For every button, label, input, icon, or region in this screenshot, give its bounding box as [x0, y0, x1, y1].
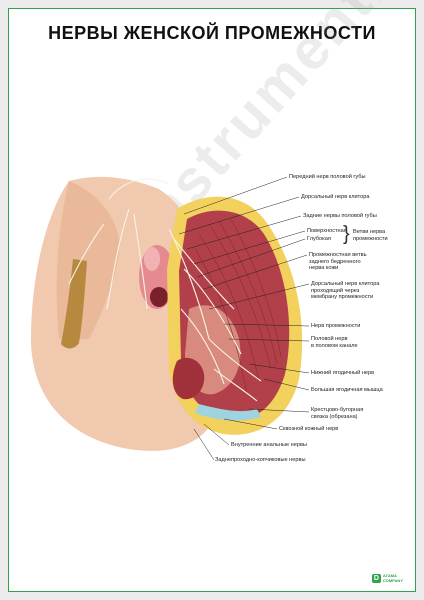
publisher-logo: D АГАМА COMPANY — [371, 573, 403, 583]
label-gluteus-maximus: Большая ягодичная мышца — [311, 387, 383, 393]
label-perineal-nerve: Нерв промежности — [311, 323, 361, 329]
label-anococcygeal-nerves: Заднепроходно-копчиковые нервы — [215, 457, 306, 463]
logo-icon: D — [371, 574, 381, 583]
logo-text: АГАМА COMPANY — [382, 573, 403, 583]
poster: НЕРВЫ ЖЕНСКОЙ ПРОМЕЖНОСТИ medinstrument.… — [8, 0, 424, 592]
brace-icon: } — [343, 223, 350, 245]
page-title: НЕРВЫ ЖЕНСКОЙ ПРОМЕЖНОСТИ — [48, 23, 376, 43]
label-pudendal-nerve: Половой нерв в половом канале — [311, 336, 358, 349]
label-deep: Глубокая — [307, 236, 331, 242]
sacrotuberous-ligament — [195, 404, 261, 421]
label-perineal-branch-femoral-cutaneous: Промежностная ветвь заднего бедренного н… — [309, 252, 367, 271]
vaginal-opening — [150, 287, 168, 307]
labium — [144, 247, 160, 271]
label-dorsal-clitoral-nerve: Дорсальный нерв клитора — [301, 194, 370, 200]
leader-lines — [178, 176, 310, 461]
label-inferior-gluteal-nerve: Нижний ягодичный нерв — [311, 370, 375, 376]
anal-region — [172, 357, 205, 400]
label-perineal-nerve-branches: Ветви нерва промежности — [353, 229, 388, 242]
thigh-muscle-strap — [61, 259, 87, 349]
label-dorsal-clitoral-through-membrane: Дорсальный нерв клитора проходящий через… — [311, 281, 380, 300]
label-inferior-anal-nerves: Внутренние анальные нервы — [231, 442, 307, 448]
label-posterior-labial-nerves: Задние нервы половой губы — [303, 213, 377, 219]
label-perforating-cutaneous-nerve: Сквозной кожный нерв — [279, 426, 339, 432]
label-superficial: Поверхностная — [307, 228, 347, 234]
anatomy-illustration — [31, 176, 310, 461]
nerves — [68, 178, 262, 402]
label-anterior-labial-nerve: Передний нерв половой губы — [289, 174, 366, 180]
label-sacrotuberous-ligament: Крестцово-бугорная связка (обрезана) — [311, 407, 364, 420]
